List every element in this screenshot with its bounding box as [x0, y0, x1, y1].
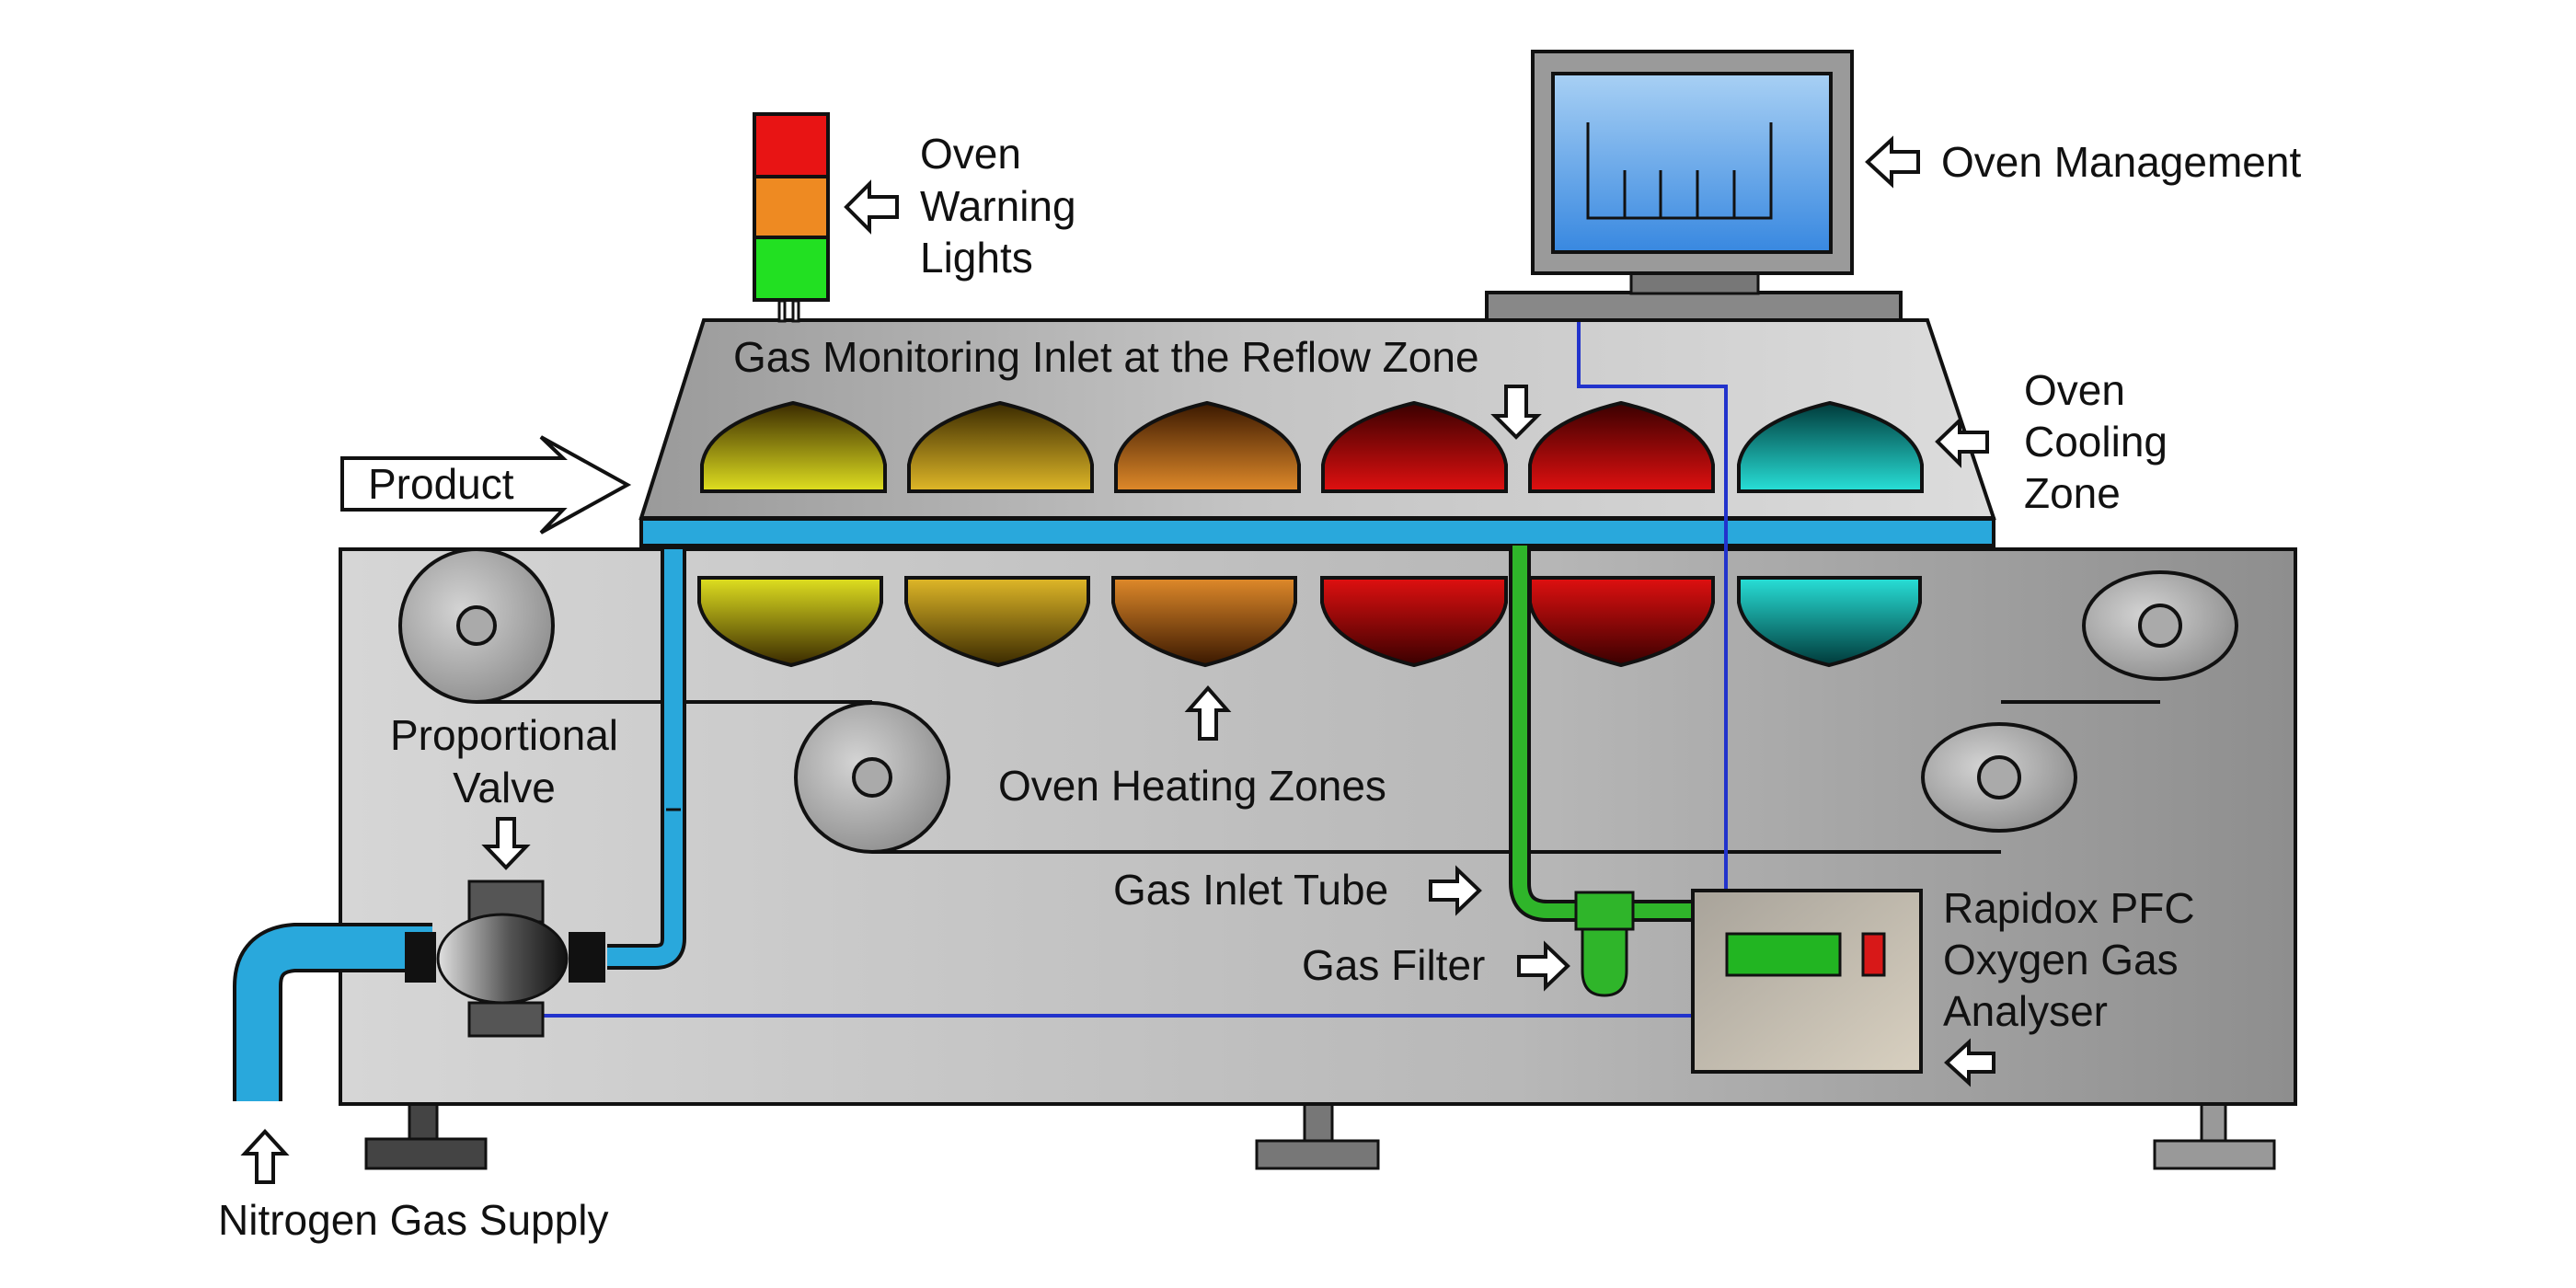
- upper-zone-2: [907, 400, 1094, 493]
- label-line: Rapidox PFC: [1943, 884, 2195, 932]
- label-cooling-zone: Oven Cooling Zone: [2024, 366, 2168, 517]
- warning-light-tower: [753, 112, 830, 323]
- label-heating-zones: Oven Heating Zones: [998, 762, 1386, 810]
- lower-zone-5: [1528, 576, 1715, 668]
- label-line: Zone: [2024, 469, 2121, 517]
- oven-management-computer: [1485, 50, 1903, 322]
- arrow-left-icon-analyser: [1944, 1038, 1995, 1087]
- arrow-right-icon-inlet: [1429, 865, 1482, 916]
- arrow-up-icon-nitrogen: [240, 1129, 290, 1184]
- screen-graph: [1586, 122, 1773, 220]
- arrow-left-icon-cooling: [1935, 416, 1989, 468]
- gas-filter: [1574, 891, 1635, 997]
- label-warning-lights: Oven Warning Lights: [920, 130, 1076, 282]
- roller-top-right: [2082, 570, 2238, 681]
- analyser-indicator: [1861, 932, 1886, 977]
- oven-leg-middle: [1255, 1102, 1380, 1170]
- label-nitrogen-supply: Nitrogen Gas Supply: [218, 1196, 608, 1244]
- warning-light-green: [753, 236, 830, 302]
- analyser-display: [1725, 932, 1842, 977]
- lower-zone-2: [904, 576, 1090, 668]
- label-line: Oven: [2024, 366, 2125, 414]
- label-line: Valve: [453, 764, 556, 811]
- upper-zone-4: [1321, 400, 1508, 493]
- label-line: Analyser: [1943, 987, 2108, 1035]
- roller-bottom-left: [794, 701, 950, 854]
- label-gas-inlet-tube: Gas Inlet Tube: [1113, 866, 1388, 914]
- label-gas-monitoring-inlet: Gas Monitoring Inlet at the Reflow Zone: [733, 333, 1479, 381]
- arrow-up-icon-heating: [1184, 684, 1232, 741]
- roller-top-left: [398, 547, 555, 704]
- label-proportional-valve: Proportional Valve: [390, 711, 618, 811]
- conveyor-bar: [639, 517, 1995, 547]
- label-line: Lights: [920, 234, 1033, 282]
- label-oven-management: Oven Management: [1941, 138, 2301, 186]
- oven-leg-right: [2153, 1102, 2276, 1170]
- nitrogen-pipe: [233, 549, 686, 1101]
- upper-zone-heaters: [700, 400, 1924, 493]
- arrow-right-icon-filter: [1517, 940, 1570, 992]
- arrow-down-icon-gas-monitoring: [1490, 385, 1542, 440]
- oxygen-gas-analyser: [1691, 889, 1923, 1074]
- upper-zone-5: [1528, 400, 1715, 493]
- label-line: Oven: [920, 130, 1021, 178]
- label-line: Cooling: [2024, 418, 2168, 466]
- upper-zone-3: [1114, 400, 1301, 493]
- warning-light-orange: [753, 175, 830, 239]
- lower-zone-heaters: [697, 576, 1922, 668]
- upper-zone-1: [700, 400, 887, 493]
- lower-zone-6: [1737, 576, 1922, 668]
- monitor-screen: [1551, 72, 1833, 254]
- arrow-down-icon-valve: [481, 817, 531, 870]
- lower-zone-3: [1111, 576, 1297, 668]
- label-line: Oxygen Gas: [1943, 936, 2179, 983]
- arrow-left-icon-management: [1865, 135, 1920, 189]
- roller-bottom-right: [1921, 722, 2077, 833]
- arrow-left-icon-warning: [844, 179, 899, 235]
- proportional-valve: [405, 880, 605, 1038]
- upper-zone-6: [1737, 400, 1924, 493]
- product-arrow-icon: [340, 435, 632, 535]
- lower-zone-1: [697, 576, 883, 668]
- label-gas-filter: Gas Filter: [1302, 941, 1485, 989]
- oven-leg-left: [364, 1102, 488, 1170]
- gas-inlet-tube: [1509, 546, 1693, 922]
- label-product: Product: [368, 460, 514, 508]
- label-analyser: Rapidox PFC Oxygen Gas Analyser: [1943, 884, 2195, 1035]
- label-line: Proportional: [390, 711, 618, 759]
- label-line: Warning: [920, 182, 1076, 230]
- lower-zone-4: [1320, 576, 1508, 668]
- warning-light-red: [753, 112, 830, 178]
